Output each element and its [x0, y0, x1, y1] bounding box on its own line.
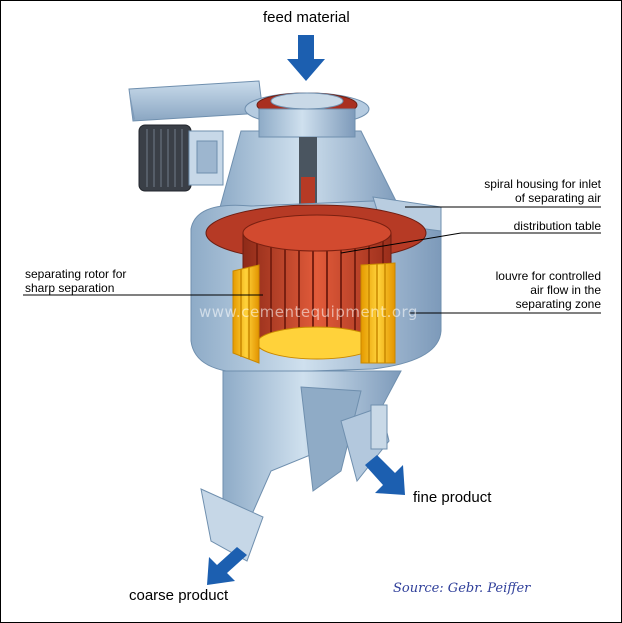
louvre-label: louvre for controlled air flow in the se…	[461, 269, 601, 311]
spiral-housing-label-line1: spiral housing for inlet	[484, 177, 601, 191]
separating-rotor-label-line2: sharp separation	[25, 281, 115, 295]
spiral-housing-label: spiral housing for inlet of separating a…	[441, 177, 601, 205]
source-credit: Source: Gebr. Peiffer	[393, 581, 531, 596]
drive-arm	[128, 80, 264, 122]
feed-arrow	[287, 35, 325, 81]
louvre-label-line2: air flow in the	[530, 283, 601, 297]
louvre-vanes	[232, 262, 396, 364]
spiral-housing-label-line2: of separating air	[514, 191, 601, 205]
leader-lines	[23, 206, 601, 314]
fine-product-label: fine product	[413, 489, 492, 506]
separating-rotor-label-line1: separating rotor for	[25, 267, 127, 281]
watermark-text: www.cementequipment.org	[199, 303, 418, 321]
distribution-table-label: distribution table	[513, 219, 601, 233]
coarse-product-arrow	[207, 547, 247, 585]
louvre-label-line1: louvre for controlled	[495, 269, 601, 283]
coarse-product-label: coarse product	[129, 587, 229, 604]
fine-product-arrow	[365, 455, 405, 495]
louvre-label-line3: separating zone	[515, 297, 601, 311]
separating-rotor-label: separating rotor for sharp separation	[25, 267, 126, 295]
feed-material-label: feed material	[263, 9, 350, 26]
motor	[138, 124, 224, 192]
lower-hopper	[200, 370, 402, 562]
